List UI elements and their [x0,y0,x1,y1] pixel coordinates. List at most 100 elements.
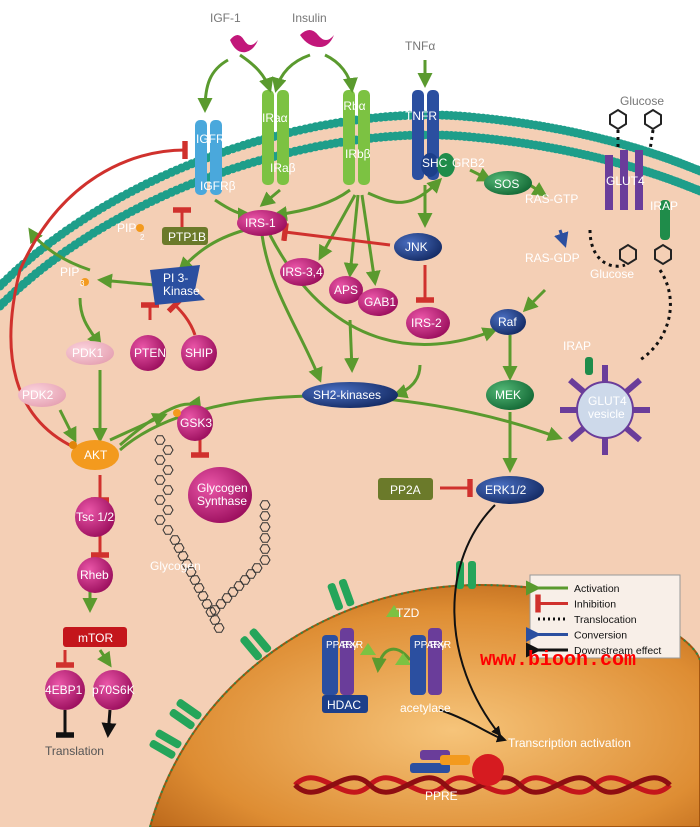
legend-label-inhibition: Inhibition [574,599,616,611]
aps-label: APS [334,283,358,297]
ship-node: SHIP [181,335,217,371]
glycogen-unit [205,607,217,617]
mtor-node: mTOR [63,627,127,647]
pip2-label: PIP [117,221,136,235]
raf-node: Raf [490,309,526,335]
acetylase-label: acetylase [400,701,451,715]
akt-label: AKT [84,448,108,462]
translation-label: Translation [45,744,104,758]
glycogen-unit [154,475,166,485]
irs34-label: IRS-3,4 [282,265,323,279]
rxr-label-2: RXR [430,640,451,651]
insulin-ligand: Insulin [292,11,334,47]
irap-label: IRAP [650,199,678,213]
insulin-receptor-2: IRbα IRbβ [340,90,371,185]
glycogen-unit [259,544,271,554]
erk-node: ERK1/2 [476,476,544,504]
sos-node: SOS [484,171,532,195]
tnfa-label: TNFα [405,39,435,53]
igfr-alpha-label: IGFRα [196,132,232,146]
p70s6k-node: p70S6K [92,670,135,710]
pi3k-label: PI 3-Kinase [163,271,200,298]
pp2a-node: PP2A [378,478,433,500]
rxr-label-1: RXR [342,640,363,651]
hdac-label: HDAC [327,698,361,712]
raf-label: Raf [498,315,517,329]
glycogen-unit [162,485,174,495]
shc-grb2: SHC GRB2 [421,153,485,177]
rheb-label: Rheb [80,568,109,582]
igf1-ligand: IGF-1 [210,11,258,53]
ras-gtp-label: RAS-GTP [525,192,578,206]
ptp1b-label: PTP1B [168,230,206,244]
ptp1b-node: PTP1B [162,227,208,245]
irap-vesicle-label: IRAP [563,339,591,353]
irs34-node: IRS-3,4 [280,258,324,286]
legend-label-translocation: Translocation [574,614,637,626]
sos-label: SOS [494,177,519,191]
ppar-label-1: PPARγ [326,640,358,651]
tsc-label: Tsc 1/2 [76,510,114,524]
glycogen-unit [193,583,205,593]
akt-node: AKT [69,440,119,470]
jnk-node: JNK [394,233,442,261]
watermark: www.bioon.com [480,649,636,672]
gsk3-label: GSK3 [180,416,212,430]
irs1-label: IRS-1 [245,216,276,230]
glycogen-unit [154,495,166,505]
igf1-label: IGF-1 [210,11,241,25]
tnfr-label: TNFR [405,109,437,123]
ship-label: SHIP [185,346,213,360]
glycogen-unit [213,623,225,633]
ir-b-alpha-label: IRbα [340,99,366,113]
ppar-rxr-hdac: PPARγ RXR HDAC [322,628,368,713]
insulin-receptor-1: IRaα IRaβ [262,90,296,185]
ppar-rxr-acetylase: PPARγ RXR acetylase [400,628,451,715]
glycogen-unit [173,543,185,553]
glycogen-unit [154,515,166,525]
glycogen-unit [154,455,166,465]
svg-text:3: 3 [80,279,85,288]
legend-label-downstream: Downstream effect [574,645,661,657]
irap-transporter: IRAP [650,199,678,240]
glycogen-unit [259,555,271,565]
mek-label: MEK [495,388,521,402]
p70s6k-label: p70S6K [92,683,135,697]
glycogen-unit [162,525,174,535]
pip3-label: PIP [60,265,79,279]
sh2-kinases-label: SH2-kinases [313,388,381,402]
grb2-label: GRB2 [452,156,485,170]
gsk3-node: GSK3 [173,405,213,441]
legend-label-activation: Activation [574,583,620,595]
pten-label: PTEN [134,346,166,360]
ir-a-alpha-label: IRaα [262,111,288,125]
glut4-transporter: GLUT4 [605,150,645,210]
insulin-label: Insulin [292,11,327,25]
glycogen-unit [185,567,197,577]
membrane-bead [695,186,700,196]
glycogen-unit [177,551,189,561]
ras-gdp-label: RAS-GDP [525,251,580,265]
pip2-node: PIP 2 [117,221,145,242]
glycogen-unit [162,505,174,515]
tzd-label: TZD [396,606,420,620]
rheb-node: Rheb [77,557,113,593]
pp2a-label: PP2A [390,483,421,497]
glycogen-unit [162,445,174,455]
sh2-kinases-node: SH2-kinases [302,382,398,408]
igf-receptor: IGFRα IGFRβ [195,120,236,195]
4ebp1-label: 4EBP1 [45,683,83,697]
tsc-node: Tsc 1/2 [75,497,115,537]
pten-node: PTEN [130,335,166,371]
glycogen-unit [251,563,263,573]
glucose-hexagons [609,108,672,266]
ppar-label-2: PPARγ [414,640,446,651]
aps-node: APS [329,276,363,304]
ppre-complex: PPRE [410,750,504,803]
transcription-label: Transcription activation [508,736,631,750]
